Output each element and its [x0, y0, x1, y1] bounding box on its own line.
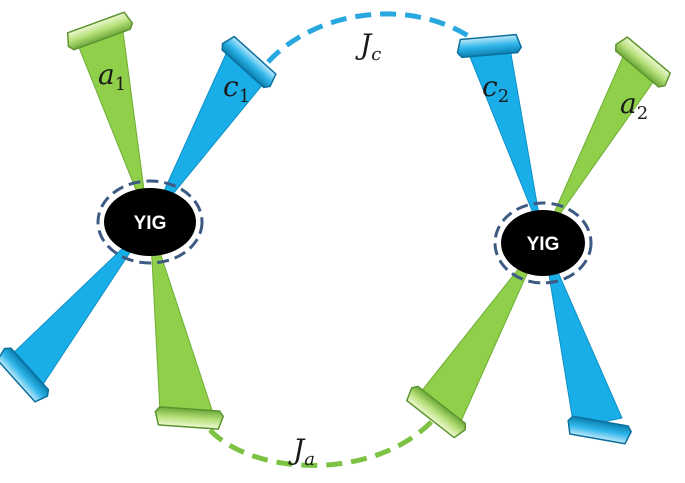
- label-c2: c2: [482, 70, 509, 107]
- label-a1: a1: [98, 58, 126, 95]
- yig-ring-left: [96, 179, 204, 265]
- label-jc: Jc: [355, 28, 381, 65]
- yig-label-right: YIG: [527, 234, 560, 255]
- beam-a2: [542, 49, 657, 239]
- beam-c2: [467, 47, 544, 239]
- cap-c2-lower: [567, 415, 633, 445]
- cap-a1-upper: [66, 11, 134, 51]
- cap-a2-lower: [405, 385, 467, 439]
- cap-c1-upper: [221, 35, 277, 89]
- yig-sphere-right: [501, 210, 585, 276]
- jc-coupling-line: [266, 11, 482, 64]
- yig-sphere-left: [104, 188, 196, 256]
- label-a2: a2: [620, 87, 648, 124]
- cap-a2-upper: [615, 36, 672, 88]
- label-ja: Ja: [288, 433, 315, 470]
- label-c1: c1: [223, 70, 250, 107]
- cap-a1-lower: [154, 406, 225, 430]
- right-resonator: YIG: [405, 33, 672, 445]
- ja-coupling-line: [208, 410, 442, 468]
- cap-c1-lower: [0, 347, 50, 403]
- cap-c2-upper: [456, 33, 523, 59]
- yig-ring-right: [493, 201, 593, 285]
- left-resonator: YIG: [0, 11, 277, 430]
- yig-label-left: YIG: [134, 213, 167, 234]
